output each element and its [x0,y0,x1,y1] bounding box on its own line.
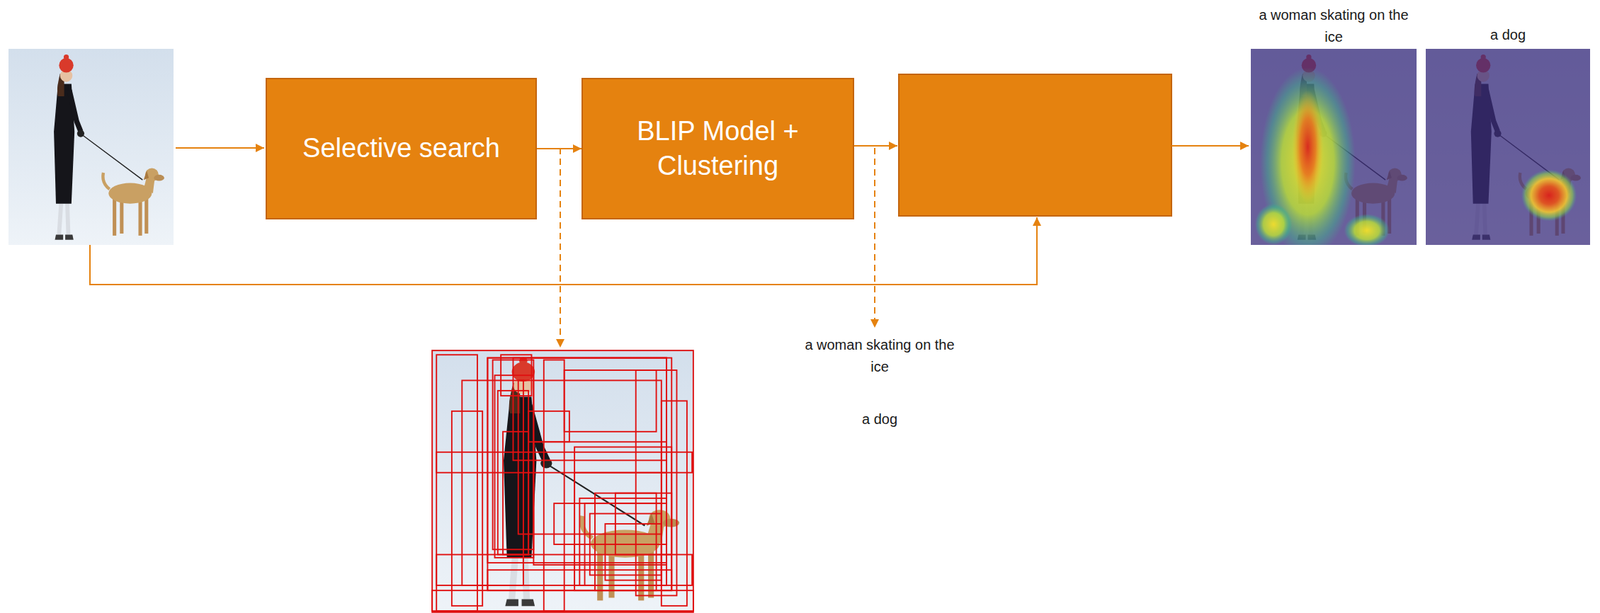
dashed-output-arrow [559,148,561,348]
box-label: BLIP Model + Clustering [597,114,839,185]
caption-label: a dog [808,408,951,431]
caption-label: a woman skating on the ice [1257,4,1411,49]
flow-arrow [854,145,898,147]
heatmap-image [1425,48,1591,246]
caption-label: a woman skating on the ice [803,334,957,379]
process-box: BLIP Model + Clustering [581,77,855,220]
region-proposals-image [431,349,695,613]
process-box: Selective search [265,77,537,220]
skip-arrow [89,217,1037,285]
box-label: Selective search [302,131,501,166]
dashed-output-arrow [874,148,876,328]
flow-arrow [175,147,265,149]
empty-process-box [898,74,1172,217]
caption-label: a dog [1437,24,1579,47]
flow-arrow [1171,145,1249,147]
heatmap-image [1250,48,1417,258]
flow-arrow [536,148,582,150]
input-image [8,48,174,246]
